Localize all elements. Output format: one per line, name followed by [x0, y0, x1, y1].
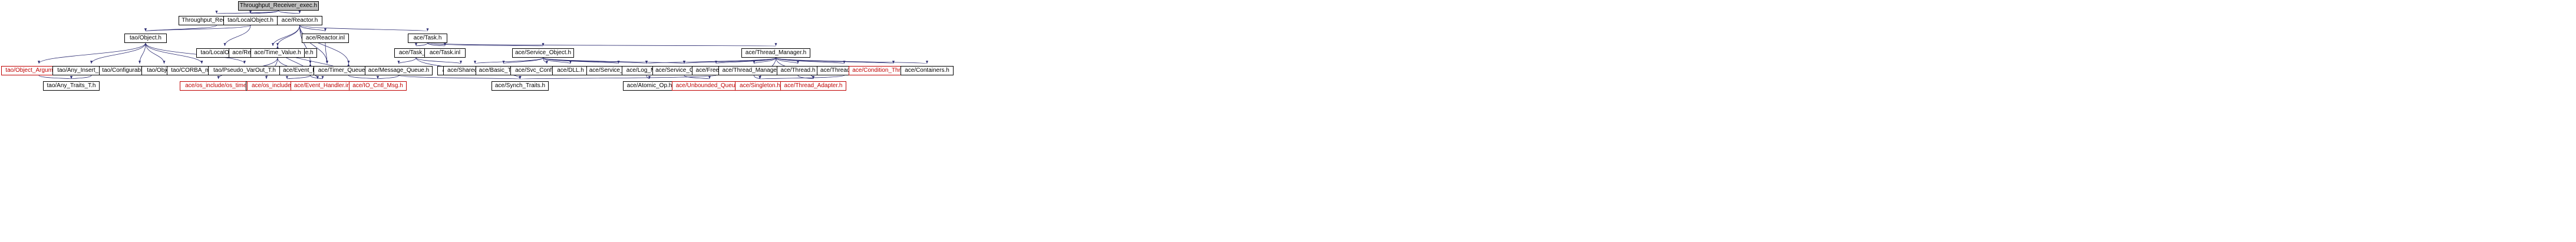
graph-node[interactable]: tao/Any_Traits_T.h: [43, 81, 100, 91]
graph-node[interactable]: ace/Thread_Manager.inl: [718, 66, 790, 75]
graph-node[interactable]: ace/Task.h: [408, 34, 447, 43]
graph-node[interactable]: ace/Thread_Manager.h: [741, 48, 810, 58]
graph-node[interactable]: tao/Object.h: [124, 34, 167, 43]
graph-node[interactable]: ace/Singleton.h: [735, 81, 785, 91]
graph-node[interactable]: ace/Reactor.inl: [302, 34, 349, 43]
graph-node[interactable]: ace/Message_Queue.h: [365, 66, 433, 75]
graph-node[interactable]: ace/Thread.h: [777, 66, 819, 75]
graph-node[interactable]: ace/Atomic_Op.h: [623, 81, 676, 91]
graph-node[interactable]: Throughput_Receiver_exec.h: [238, 1, 319, 11]
graph-node[interactable]: ace/Synch_Traits.h: [492, 81, 549, 91]
graph-node[interactable]: ace/Event_Handler.inl: [291, 81, 355, 91]
graph-node[interactable]: tao/LocalObject.h: [223, 16, 278, 25]
graph-node[interactable]: tao/Pseudo_VarOut_T.h: [208, 66, 281, 75]
graph-node[interactable]: ace/Thread_Adapter.h: [780, 81, 846, 91]
graph-node[interactable]: ace/IO_Cntl_Msg.h: [349, 81, 407, 91]
graph-node[interactable]: ace/Containers.h: [901, 66, 954, 75]
graph-node[interactable]: ace/Reactor.h: [277, 16, 322, 25]
graph-node[interactable]: ace/Task.inl: [424, 48, 466, 58]
graph-node[interactable]: ace/Time_Value.h: [250, 48, 305, 58]
graph-node[interactable]: ace/Service_Object.h: [512, 48, 574, 58]
graph-node[interactable]: ace/DLL.h: [552, 66, 589, 75]
